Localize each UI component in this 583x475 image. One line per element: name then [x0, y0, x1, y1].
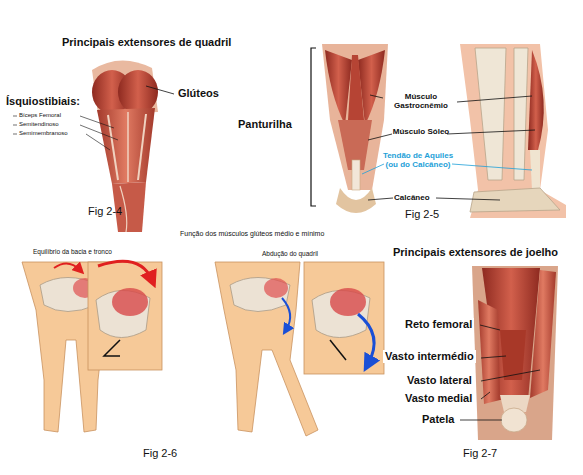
part-name: Músculo Gastrocnêmio	[382, 92, 460, 110]
gluteus-function-figure	[22, 261, 384, 436]
figure-caption: Fig 2-5	[405, 208, 439, 221]
region-name: Panturilha	[238, 118, 292, 131]
figure-caption: Fig 2-6	[143, 447, 177, 460]
part-name: Glúteos	[178, 87, 219, 100]
part-name: Calcâneo	[394, 193, 430, 202]
part-name: Patela	[420, 413, 456, 426]
part-name: Vasto intermédio	[383, 350, 476, 363]
figure-title: Principais extensores de quadril	[62, 36, 231, 49]
part-name: Bíceps Femoral	[19, 112, 61, 119]
part-name: Semitendinoso	[19, 121, 59, 128]
part-name: Reto femoral	[403, 318, 474, 331]
part-name: Semimembranoso	[19, 130, 68, 137]
group-name: Ísquiostibiais:	[6, 95, 80, 108]
part-name: Vasto medial	[403, 392, 474, 405]
part-name: Músculo Sóleo	[392, 127, 450, 136]
hip-extensors-figure	[13, 60, 174, 232]
part-name: Tendão de Aquiles (ou do Calcâneo)	[382, 151, 454, 169]
figure-title: Função dos músculos glúteos médio e míni…	[180, 230, 324, 238]
figure-caption: Fig 2-7	[463, 447, 497, 460]
panel-title: Abdução do quadril	[262, 250, 318, 257]
panel-title: Equilíbrio da bacia e tronco	[33, 248, 112, 255]
figure-title: Principais extensores de joelho	[393, 246, 558, 259]
figure-caption: Fig 2-4	[88, 205, 122, 218]
calf-figure	[300, 40, 575, 226]
part-name: Vasto lateral	[405, 374, 474, 387]
